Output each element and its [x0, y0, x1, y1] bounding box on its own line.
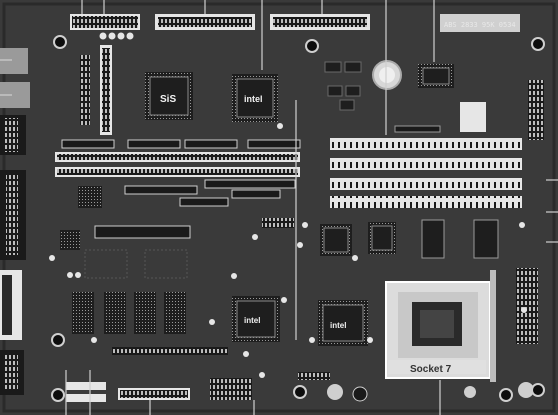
chip-label-intel-c: intel: [330, 321, 346, 330]
expansion-slot-1: [55, 152, 300, 162]
floppy-header: ABS 2833 95K 0534: [440, 14, 520, 32]
small-ic-a: [324, 61, 342, 73]
memory-chip-row: [72, 292, 186, 334]
ide-connector-secondary: [270, 14, 370, 30]
capacitors: [327, 382, 534, 402]
mid-chip-a: [78, 186, 102, 208]
solder-points: [49, 123, 527, 378]
dimm-slot-1: [330, 138, 522, 150]
mid-chip-b: [60, 230, 80, 250]
short-slot-g: [179, 197, 229, 207]
dimm-slot-2: [330, 158, 522, 170]
dimm-slot-4: [330, 196, 522, 208]
ide-connector-primary: [155, 14, 255, 30]
empty-footprint-b: [144, 249, 188, 279]
rear-io-ports: [0, 48, 30, 395]
mounting-holes: [51, 35, 545, 402]
chip-label-sis: SiS: [160, 94, 176, 105]
small-ic-c: [327, 85, 343, 97]
right-edge-block: [528, 80, 544, 140]
bottom-white-block-a: [66, 382, 106, 390]
short-slot-e: [124, 185, 198, 195]
short-slot-a: [61, 139, 115, 149]
vrm-coil: [516, 268, 538, 344]
sram-chip-a: [421, 219, 445, 259]
short-slot-c: [184, 139, 238, 149]
intel-chip-a: intel: [232, 74, 278, 122]
white-component: [460, 102, 486, 132]
short-slot-b: [127, 139, 181, 149]
bottom-header-a: [112, 347, 228, 355]
sram-chip-b: [473, 219, 499, 259]
bottom-striped-block: [210, 378, 252, 400]
small-pins-mid: [262, 218, 294, 228]
vertical-header-c: [80, 95, 90, 125]
short-slot-f: [204, 179, 296, 189]
intel-chip-b: intel: [232, 296, 280, 342]
small-ic-d: [345, 85, 361, 97]
short-slot-h: [231, 189, 281, 199]
bottom-header-c: [298, 372, 330, 380]
short-slot-d: [247, 139, 301, 149]
dimm-slot-3: [330, 178, 522, 190]
slot-connector-top: [394, 125, 441, 133]
small-ic-b: [344, 61, 362, 73]
serial-label: ABS 2833 95K 0534: [444, 21, 516, 29]
intel-chip-c: intel: [318, 300, 368, 346]
fan-header-row: [99, 32, 134, 40]
vertical-header-a: [80, 55, 90, 95]
bottom-white-block-b: [66, 394, 106, 402]
chip-label-intel-b: intel: [244, 316, 260, 325]
small-ic-e: [339, 99, 355, 111]
empty-footprint-a: [84, 249, 128, 279]
short-slot-i: [94, 225, 191, 239]
sis-chipset: SiS: [145, 72, 193, 120]
atx-power-connector: [70, 14, 140, 30]
socket-label: Socket 7: [410, 364, 452, 375]
cpu-socket: Socket 7: [385, 281, 491, 379]
expansion-slot-2: [55, 167, 300, 177]
chip-label-intel-a: intel: [244, 94, 263, 104]
socket-lever: [490, 270, 496, 382]
vertical-header-b-pins: [102, 48, 110, 132]
